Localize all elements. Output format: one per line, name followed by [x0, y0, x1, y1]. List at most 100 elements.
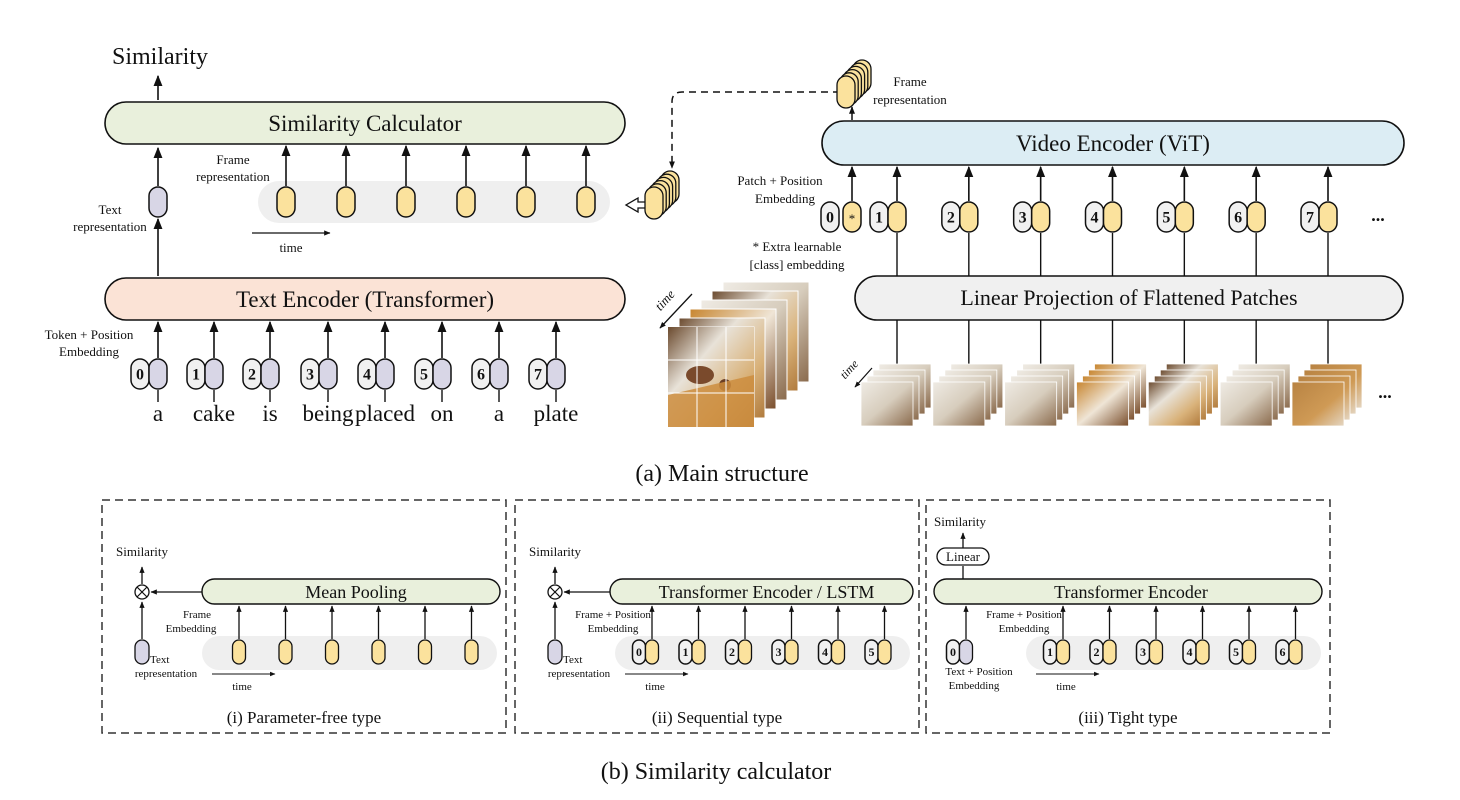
frame-repr-top-label-2: representation [873, 92, 947, 107]
sub-caption: (b) Similarity calculator [601, 759, 832, 785]
pecan [686, 366, 714, 384]
patch-cube-layer [1147, 381, 1201, 427]
frame-repr-top-label-1: Frame [893, 74, 926, 89]
frame-label-2: Embedding [999, 623, 1050, 635]
class-star: * [849, 211, 856, 226]
similarity-label: Similarity [116, 544, 169, 559]
frame-position-token-index: 6 [1280, 645, 1286, 659]
frame-stack-token [644, 186, 664, 220]
frame-token [324, 639, 340, 665]
frame-token [784, 639, 799, 665]
patch-cube-layer [860, 381, 914, 427]
similarity-label: Similarity [934, 514, 987, 529]
text-pos-label-2: Embedding [949, 680, 1000, 692]
frame-label-1: Frame + Position [986, 609, 1062, 621]
frame-position-token-index: 3 [776, 645, 782, 659]
patch-token [959, 201, 979, 233]
text-token [489, 358, 509, 390]
time-diagonal-label: time [652, 286, 678, 313]
word-label: on [431, 401, 455, 426]
patch-pos-label-1: Patch + Position [737, 173, 823, 188]
panel-caption: (iii) Tight type [1078, 708, 1177, 727]
text-position-token-index: 0 [950, 645, 956, 659]
text-encoder-label: Text Encoder (Transformer) [236, 287, 494, 312]
word-label: plate [534, 401, 579, 426]
patch-cube-layer [1076, 381, 1129, 427]
similarity-output-label: Similarity [112, 44, 208, 70]
panel-border [514, 499, 920, 734]
cake-slice [668, 375, 754, 427]
text-token [375, 358, 395, 390]
module-box [933, 578, 1323, 605]
similarity-label: Similarity [529, 544, 582, 559]
patch-cube-layer [932, 381, 986, 427]
text-token [958, 639, 974, 665]
time-label: time [645, 681, 665, 693]
patch-position-token-index: 2 [947, 210, 955, 227]
time-patches-arrow [854, 367, 873, 388]
text-token [260, 358, 280, 390]
frame-token [576, 186, 596, 218]
panel-caption: (ii) Sequential type [652, 708, 782, 727]
patch-cube-layer [1291, 381, 1345, 427]
frame-token [1055, 639, 1071, 665]
panel-border [101, 499, 507, 734]
patch-ellipsis: ... [1371, 205, 1385, 225]
text-token [546, 358, 566, 390]
frame-token [456, 186, 476, 218]
position-embedding-token-index: 5 [420, 367, 428, 384]
text-pos-label-1: Text + Position [945, 666, 1013, 678]
frame-token [336, 186, 356, 218]
token-pos-label-2: Embedding [59, 344, 119, 359]
frame-position-token-index: 4 [1187, 645, 1193, 659]
panel-border [925, 499, 1331, 734]
frame-token [830, 639, 846, 665]
frame-token [278, 639, 293, 665]
video-frames-stack [667, 281, 810, 428]
module-label: Mean Pooling [305, 582, 407, 602]
frame-position-token-index: 5 [1233, 645, 1239, 659]
product-icon-stroke [549, 586, 561, 598]
frame-position-token-index: 4 [822, 645, 828, 659]
time-diagonal-arrow [659, 293, 693, 329]
frame-token [276, 186, 296, 218]
position-embedding-token-index: 7 [534, 367, 542, 384]
time-label: time [232, 681, 252, 693]
frame-label-1: Frame + Position [575, 609, 651, 621]
token-pos-label-1: Token + Position [45, 327, 134, 342]
word-label: a [153, 401, 163, 426]
video-encoder-box [821, 120, 1405, 166]
position-embedding-token-index: 1 [192, 367, 200, 384]
patch-token [1246, 201, 1266, 233]
position-embedding-token-index: 6 [477, 367, 485, 384]
product-icon-stroke [136, 586, 148, 598]
patch-cubes-ellipsis: ... [1378, 382, 1392, 402]
frame-position-token-index: 0 [636, 645, 642, 659]
patch-position-token-index: 3 [1019, 210, 1027, 227]
word-label: placed [355, 401, 416, 426]
frame-label-2: Embedding [588, 623, 639, 635]
patch-position-token-index: 5 [1162, 210, 1170, 227]
frame-token [1241, 639, 1257, 665]
frame-token [417, 639, 433, 665]
text-representation-token [547, 639, 563, 665]
frame-position-token-index: 2 [1094, 645, 1100, 659]
dashed-connector [669, 91, 840, 169]
text-repr-label-2: representation [135, 668, 198, 680]
linear-label: Linear [946, 549, 981, 564]
position-embedding-token-index: 0 [136, 367, 144, 384]
text-token [148, 358, 168, 390]
frame-label-2: Embedding [166, 623, 217, 635]
panel-caption: (i) Parameter-free type [227, 708, 381, 727]
frame-label-1: Frame [183, 609, 211, 621]
time-patches-label: time [837, 356, 862, 381]
position-embedding-token-index: 4 [363, 367, 371, 384]
frame-token [644, 639, 660, 665]
linear-projection-box [854, 275, 1404, 321]
frame-token [1288, 639, 1303, 665]
frame-position-token-index: 3 [1140, 645, 1146, 659]
frame-token [396, 186, 416, 218]
frame-repr-label-2: representation [196, 169, 270, 184]
